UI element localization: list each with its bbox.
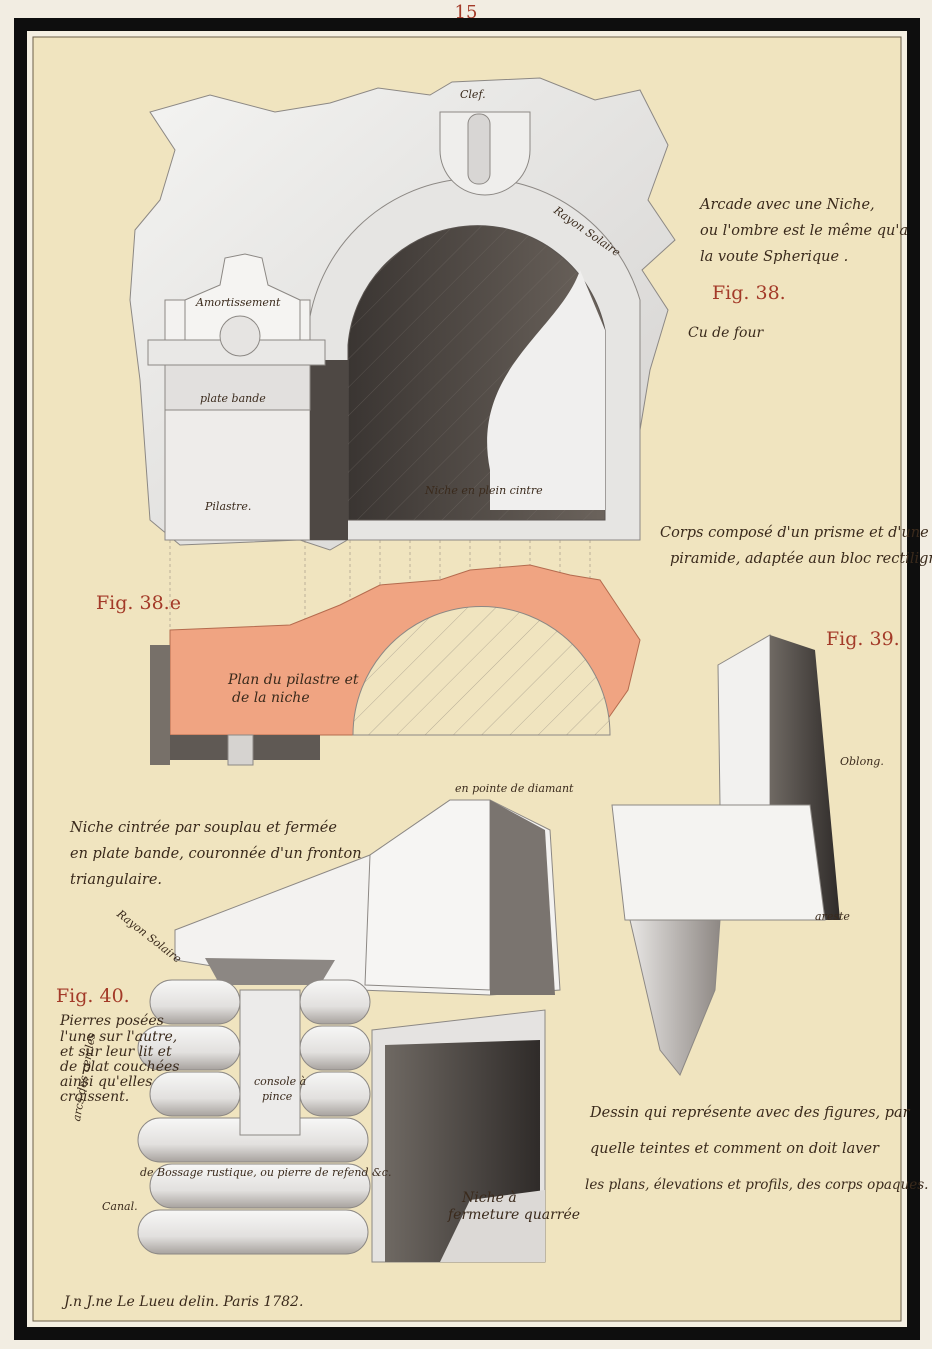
label-plan-pilastre: Plan du pilastre et	[228, 672, 359, 688]
fig38-note-line3: la voute Spherique .	[700, 249, 849, 265]
fig38-title: Fig. 38.	[712, 282, 786, 304]
fig40-title: Fig. 40.	[56, 985, 130, 1007]
footer-note-line2: quelle teintes et comment on doit laver	[590, 1141, 879, 1157]
label-amortissement: Amortissement	[196, 296, 281, 309]
fig38e-title: Fig. 38.e	[96, 592, 181, 614]
fig40-side-note-6: croissent.	[60, 1089, 130, 1105]
fig40-side-note-1: Pierres posées	[60, 1013, 164, 1029]
fig38e-plan-drawing	[150, 564, 641, 766]
label-pilastre: Pilastre.	[205, 500, 252, 513]
label-clef: Clef.	[460, 88, 486, 101]
fig39-note-line1: Corps composé d'un prisme et d'une	[660, 525, 929, 541]
signature: J.n J.ne Le Lueu delin. Paris 1782.	[64, 1294, 304, 1310]
fig40-rustic-niche-drawing	[137, 799, 561, 1263]
fig40-side-note-3: et sur leur lit et	[60, 1044, 172, 1060]
label-plate-bande: plate bande	[200, 392, 266, 405]
label-de-la-niche: de la niche	[232, 690, 310, 706]
fig40-side-note-2: l'une sur l'autre,	[60, 1029, 178, 1045]
label-canal: Canal.	[102, 1200, 138, 1213]
footer-note-line1: Dessin qui représente avec des figures, …	[590, 1105, 910, 1121]
label-cul-de-four: Cu de four	[688, 325, 764, 341]
label-pointe-diamant: en pointe de diamant	[455, 782, 574, 795]
fig40-side-note-5: ainsi qu'elles	[60, 1074, 153, 1090]
fig38-arcade-drawing	[129, 77, 676, 551]
label-areste: areste	[815, 910, 850, 923]
label-bossage: de Bossage rustique, ou pierre de refend…	[140, 1166, 392, 1179]
label-console-1: console à	[254, 1075, 307, 1088]
fig40-note-line1: Niche cintrée par souplau et fermée	[70, 820, 337, 836]
label-console-2: pince	[262, 1090, 293, 1103]
fig39-note-line2: piramide, adaptée aun bloc rectiligne	[670, 551, 932, 567]
fig40-note-line3: triangulaire.	[70, 872, 163, 888]
fig40-side-note-4: de plat couchées	[60, 1059, 180, 1075]
fig39-title: Fig. 39.	[826, 628, 900, 650]
fig38-note-line1: Arcade avec une Niche,	[700, 197, 875, 213]
page-number: 15	[454, 2, 478, 23]
label-oblong: Oblong.	[840, 755, 884, 768]
fig40-note-line2: en plate bande, couronnée d'un fronton	[70, 846, 362, 862]
label-niche-a: Niche à	[462, 1190, 517, 1206]
label-fermeture-quarree: fermeture quarrée	[448, 1207, 581, 1223]
fig39-prism-drawing	[611, 634, 840, 1076]
label-niche-plein-cintre: Niche en plein cintre	[425, 484, 543, 497]
footer-note-line3: les plans, élevations et profils, des co…	[585, 1177, 929, 1193]
fig38-note-line2: ou l'ombre est le même qu'a	[700, 223, 908, 239]
